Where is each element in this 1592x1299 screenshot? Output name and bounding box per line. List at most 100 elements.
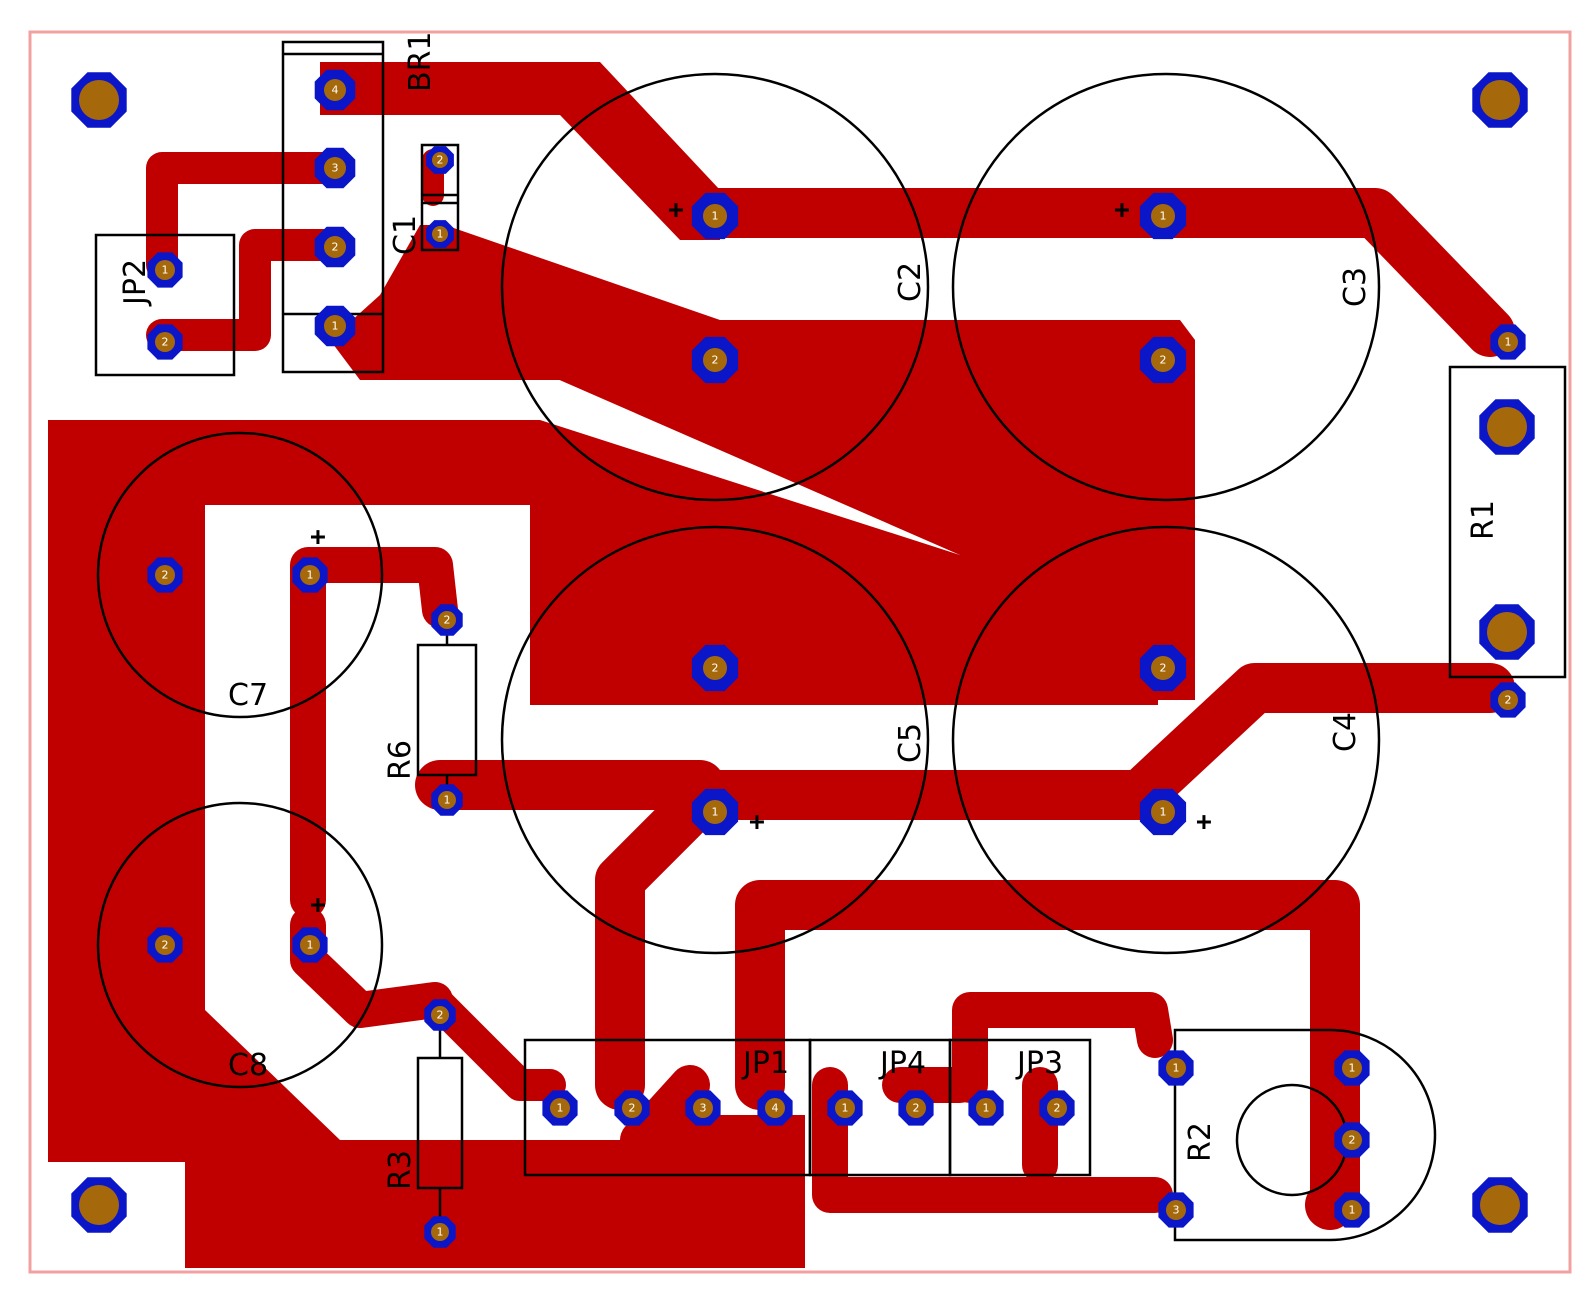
pin-number: 1 bbox=[162, 264, 169, 277]
br1-outline bbox=[281, 40, 385, 374]
c2-outline bbox=[500, 72, 930, 502]
pad-hole bbox=[703, 656, 727, 680]
label-r2: R2 bbox=[1183, 1122, 1218, 1162]
jp1-pin3: 3 bbox=[685, 1090, 721, 1126]
pad-hole bbox=[703, 204, 727, 228]
pin-number: 2 bbox=[1054, 1102, 1061, 1115]
jp1-pin4: 4 bbox=[757, 1090, 793, 1126]
pad-hole bbox=[1166, 1058, 1186, 1078]
jp4-pin2: 2 bbox=[898, 1090, 934, 1126]
pad-hole bbox=[79, 80, 119, 120]
c4-pin2: 2 bbox=[1139, 644, 1187, 692]
pin-number: 3 bbox=[700, 1102, 707, 1115]
c4-outline bbox=[951, 525, 1381, 955]
labels-layer: BR1 C1 JP2 C2 C3 C5 C4 C7 C8 R1 R6 R3 R2… bbox=[118, 31, 1501, 1190]
c5-outline bbox=[500, 525, 930, 955]
pin-number: 2 bbox=[162, 336, 169, 349]
label-jp4: JP4 bbox=[878, 1046, 926, 1081]
pin-number: 1 bbox=[1349, 1062, 1356, 1075]
br1-trace-top bbox=[320, 62, 720, 240]
pin-number: 2 bbox=[332, 241, 339, 254]
c7-outline bbox=[96, 431, 384, 719]
pad-hole bbox=[431, 1006, 449, 1024]
pin-number: 2 bbox=[444, 614, 451, 627]
label-c3: C3 bbox=[1338, 267, 1373, 307]
pad-hole bbox=[1342, 1058, 1362, 1078]
c1-trace-wedge bbox=[330, 225, 720, 380]
jp2-outline bbox=[94, 233, 236, 377]
label-c2: C2 bbox=[893, 262, 928, 302]
pin-number: 2 bbox=[1160, 662, 1167, 675]
plus-c5: + bbox=[749, 807, 765, 837]
pad-hole bbox=[1151, 800, 1175, 824]
pin-number: 1 bbox=[1173, 1062, 1180, 1075]
pad-hole bbox=[693, 1098, 713, 1118]
pad-hole bbox=[324, 236, 346, 258]
r6-pin2: 2 bbox=[431, 604, 463, 636]
label-c5: C5 bbox=[893, 723, 928, 763]
c1-outline bbox=[420, 143, 460, 252]
r6-pin1: 1 bbox=[431, 784, 463, 816]
jp2-pin1: 1 bbox=[147, 252, 183, 288]
pin-number: 4 bbox=[332, 84, 339, 97]
pad-hole bbox=[1151, 656, 1175, 680]
label-c4: C4 bbox=[1328, 712, 1363, 752]
pad-hole bbox=[1151, 348, 1175, 372]
label-r1: R1 bbox=[1466, 500, 1501, 540]
label-br1: BR1 bbox=[403, 31, 438, 92]
pad-hole bbox=[550, 1098, 570, 1118]
pin-number: 1 bbox=[332, 320, 339, 333]
c5-pin1: 1 bbox=[691, 788, 739, 836]
pin-number: 1 bbox=[437, 228, 444, 241]
trace-layer bbox=[146, 149, 1515, 1230]
c1-pin1: 1 bbox=[426, 220, 454, 248]
c5-pin2: 2 bbox=[691, 644, 739, 692]
pin-number: 3 bbox=[332, 162, 339, 175]
pad-hole bbox=[703, 348, 727, 372]
pad-hole bbox=[79, 1185, 119, 1225]
pad-hole bbox=[1151, 204, 1175, 228]
c8-pin2: 2 bbox=[147, 927, 183, 963]
pin-number: 1 bbox=[842, 1102, 849, 1115]
jp3-pin1: 1 bbox=[968, 1090, 1004, 1126]
jp3-outline bbox=[948, 1038, 1092, 1177]
c8-outline bbox=[96, 801, 384, 1089]
mount-hole-tr bbox=[1472, 72, 1528, 128]
pin-number: 1 bbox=[1349, 1204, 1356, 1217]
jp4-pin1: 1 bbox=[827, 1090, 863, 1126]
c2-pin2: 2 bbox=[691, 336, 739, 384]
pin-number: 2 bbox=[1160, 354, 1167, 367]
pin-number: 4 bbox=[772, 1102, 779, 1115]
pin-number: 1 bbox=[444, 794, 451, 807]
r3-pin2: 2 bbox=[424, 999, 456, 1031]
pad-hole bbox=[155, 332, 175, 352]
label-jp2: JP2 bbox=[118, 259, 153, 307]
plus-c2: + bbox=[668, 195, 684, 225]
c3-pin2: 2 bbox=[1139, 336, 1187, 384]
r2-pin1-left: 1 bbox=[1158, 1050, 1194, 1086]
r2-outline bbox=[1173, 1028, 1437, 1242]
pin-number: 2 bbox=[162, 939, 169, 952]
pin-number: 1 bbox=[712, 806, 719, 819]
r2-pin3: 3 bbox=[1158, 1192, 1194, 1228]
pad-hole bbox=[300, 935, 320, 955]
mount-hole-bl bbox=[71, 1177, 127, 1233]
r1-pin1: 1 bbox=[1490, 324, 1526, 360]
pad-hole bbox=[622, 1098, 642, 1118]
pad-hole bbox=[432, 226, 448, 242]
jp1-pin1: 1 bbox=[542, 1090, 578, 1126]
pad-hole bbox=[906, 1098, 926, 1118]
pin-number: 1 bbox=[307, 569, 314, 582]
c1-pin2: 2 bbox=[426, 146, 454, 174]
pad-hole bbox=[1166, 1200, 1186, 1220]
pad-hole bbox=[324, 79, 346, 101]
pin-number: 2 bbox=[1505, 694, 1512, 707]
label-r6: R6 bbox=[383, 740, 418, 780]
c7-pin2: 2 bbox=[147, 557, 183, 593]
r1-pin2: 2 bbox=[1490, 682, 1526, 718]
label-jp3: JP3 bbox=[1015, 1046, 1063, 1081]
pin-number: 1 bbox=[1505, 336, 1512, 349]
plus-c7: + bbox=[310, 522, 326, 552]
